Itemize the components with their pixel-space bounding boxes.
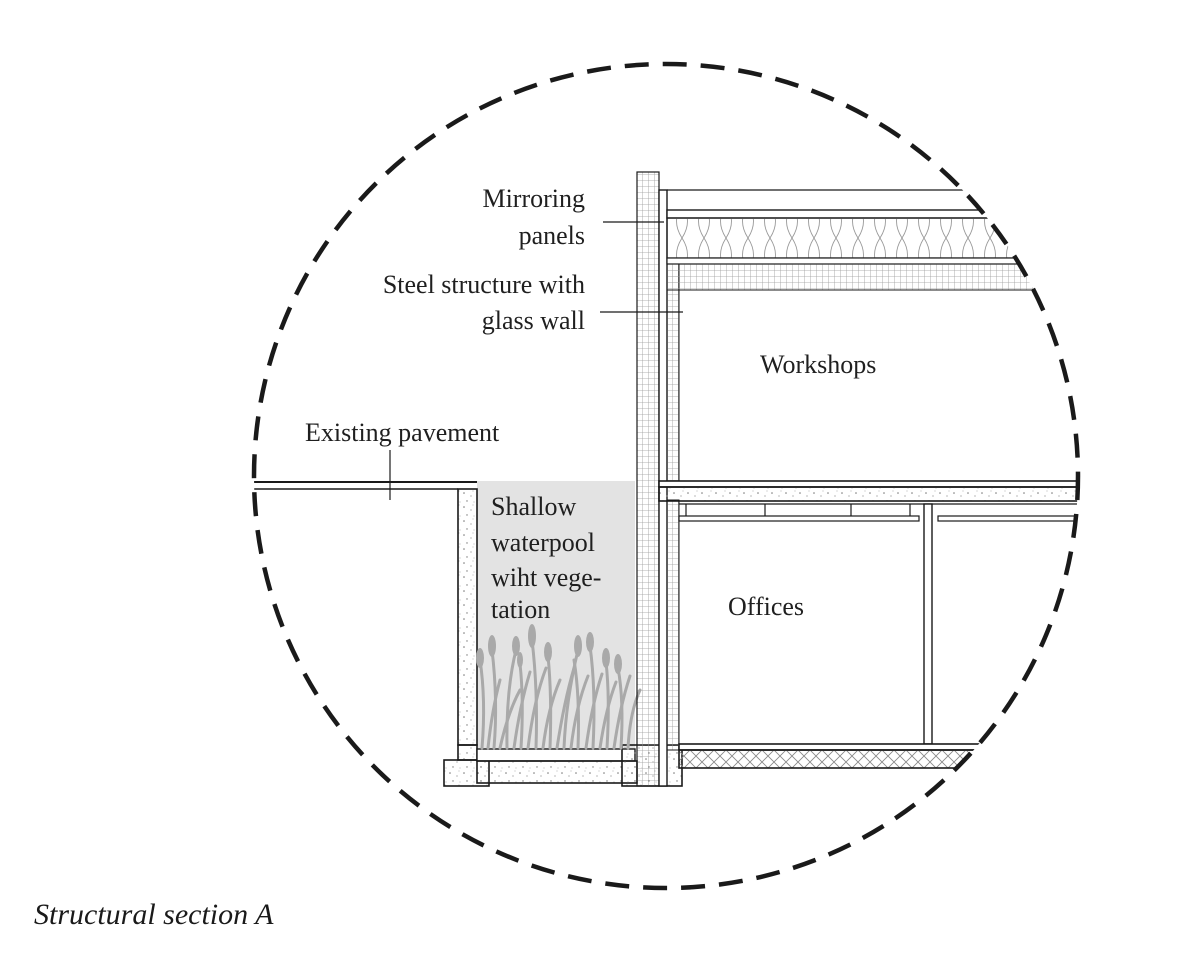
existing-pavement-slab [254, 481, 477, 490]
pool-vegetation [478, 638, 642, 750]
pool-bottom-slab [476, 748, 638, 784]
label-mirroring-panels-line1: Mirroring [482, 184, 585, 213]
label-steel-structure-line2: glass wall [482, 306, 585, 335]
label-pool-line3: wiht vege- [491, 563, 601, 592]
label-offices: Offices [728, 592, 804, 621]
label-pool-line4: tation [491, 595, 550, 624]
intermediate-floor-slab [658, 480, 1078, 522]
vegetation-seed-heads [476, 624, 622, 674]
label-pool-line1: Shallow [491, 492, 576, 521]
label-steel-structure-line1: Steel structure with [383, 270, 585, 299]
roof-buildup [666, 189, 1078, 291]
label-existing-pavement: Existing pavement [305, 418, 500, 447]
office-column [923, 503, 933, 745]
label-workshops: Workshops [760, 350, 876, 379]
drawing-caption: Structural section A [34, 898, 274, 931]
section-structure [254, 171, 1078, 787]
detail-circle [251, 61, 1081, 891]
leader-lines [389, 221, 683, 500]
label-mirroring-panels-line2: panels [519, 221, 585, 250]
ground-floor-slab [678, 743, 1078, 769]
label-pool-line2: waterpool [491, 528, 595, 557]
